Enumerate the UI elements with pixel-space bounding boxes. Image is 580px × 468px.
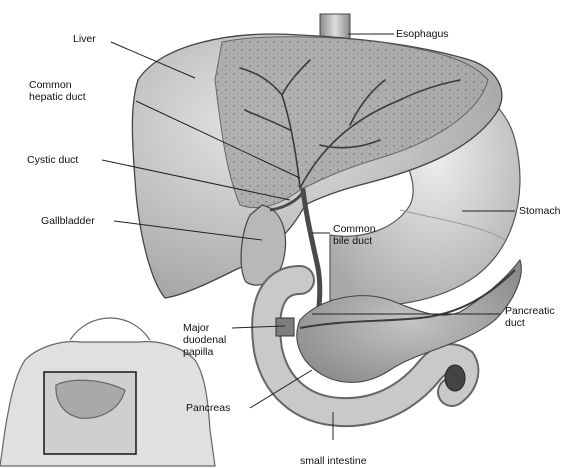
label-esophagus: Esophagus [396, 28, 449, 40]
label-major-duodenal-papilla: Major duodenal papilla [183, 322, 226, 358]
major-duodenal-papilla-shape [276, 318, 294, 336]
intestine-opening [445, 365, 465, 391]
label-gallbladder: Gallbladder [41, 215, 95, 227]
label-common-hepatic-duct: Common hepatic duct [29, 79, 86, 103]
label-stomach: Stomach [519, 205, 560, 217]
label-liver: Liver [73, 33, 96, 45]
label-pancreas: Pancreas [186, 402, 230, 414]
label-pancreatic-duct: Pancreatic duct [505, 305, 555, 329]
label-small-intestine: small intestine [300, 455, 367, 467]
label-common-bile-duct: Common bile duct [333, 223, 376, 247]
common-bile-duct-shape [303, 190, 320, 315]
label-cystic-duct: Cystic duct [27, 154, 78, 166]
